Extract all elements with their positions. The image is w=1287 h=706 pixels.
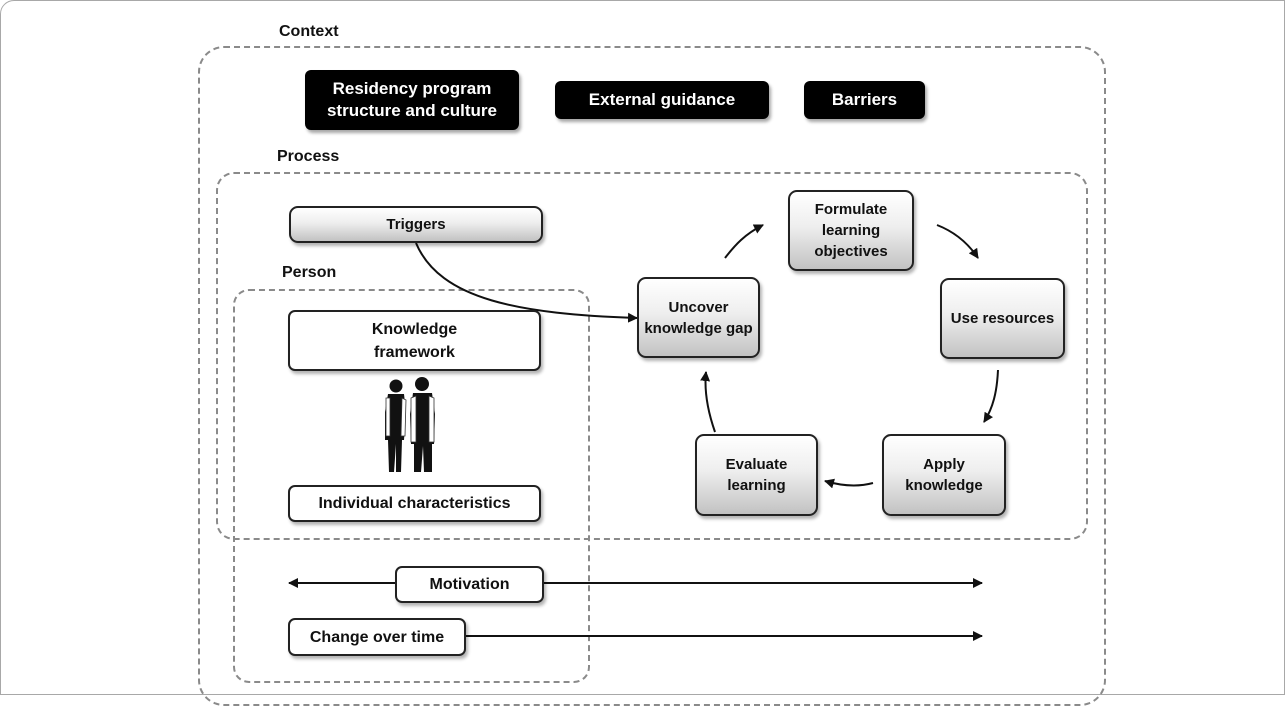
change-over-time-box: Change over time: [288, 618, 466, 656]
two-doctors-silhouette-icon: [385, 377, 435, 472]
formulate-to-resources-arrow: [936, 224, 979, 259]
uncover-knowledge-gap-box: Uncover knowledge gap: [637, 277, 760, 358]
triggers-box: Triggers: [289, 206, 543, 243]
formulate-learning-objectives-box: Formulate learning objectives: [788, 190, 914, 271]
context-label: Context: [279, 23, 339, 40]
barriers-box: Barriers: [804, 81, 925, 119]
evaluate-to-uncover-arrow: [700, 371, 716, 433]
uncover-to-formulate-arrow: [724, 224, 764, 259]
evaluate-learning-box: Evaluate learning: [695, 434, 818, 516]
residency-program-box: Residency program structure and culture: [305, 70, 519, 130]
triggers-to-uncover-arrow: [415, 242, 638, 323]
use-resources-box: Use resources: [940, 278, 1065, 359]
apply-to-evaluate-arrow: [824, 478, 874, 489]
process-label: Process: [277, 148, 340, 165]
process-region: [216, 172, 1088, 540]
person-label: Person: [282, 264, 337, 281]
individual-characteristics-box: Individual characteristics: [288, 485, 541, 522]
resources-to-apply-arrow: [983, 369, 999, 423]
external-guidance-box: External guidance: [555, 81, 769, 119]
knowledge-framework-box: Knowledge framework: [288, 310, 541, 371]
person-region: [233, 289, 590, 683]
apply-knowledge-box: Apply knowledge: [882, 434, 1006, 516]
motivation-box: Motivation: [395, 566, 544, 603]
